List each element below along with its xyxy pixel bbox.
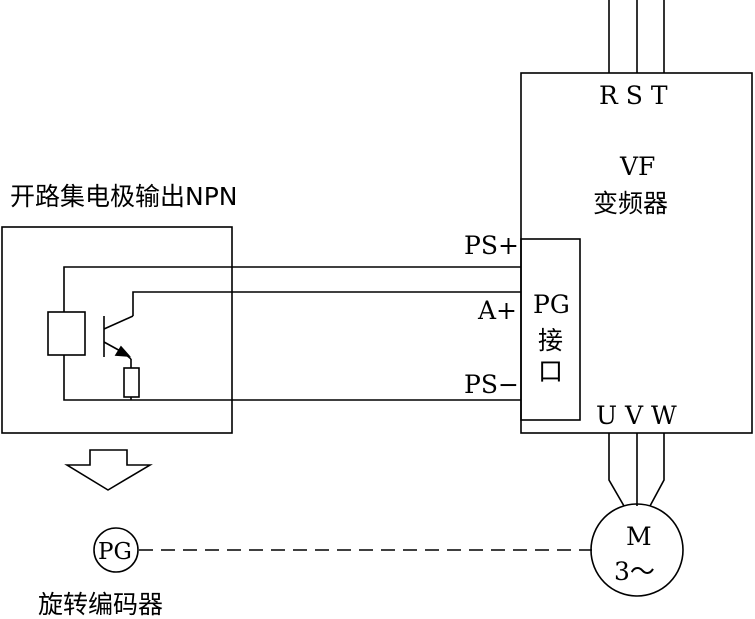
pg-encoder-caption: 旋转编码器	[38, 590, 163, 619]
pg-interface-line2: 接	[538, 326, 563, 355]
motor-lines-uvw	[608, 433, 665, 507]
npn-circuit	[47, 311, 140, 400]
vfd-title-line1: VF	[619, 152, 655, 181]
terminal-ps-minus: PS−	[464, 370, 519, 399]
supply-lines-rst	[608, 0, 665, 73]
terminal-ps-plus: PS+	[464, 231, 519, 260]
motor-label-line1: M	[626, 522, 652, 551]
pg-encoder-symbol: PG	[98, 539, 132, 565]
motor-label-line2: 3～	[614, 557, 655, 586]
vfd-title-line2: 变频器	[593, 189, 668, 218]
pg-interface-line1: PG	[533, 290, 570, 319]
motor-circle	[590, 503, 684, 597]
pg-encoder-circle	[93, 527, 139, 573]
encoder-box-title: 开路集电极输出NPN	[10, 182, 237, 211]
vfd-output-terminals: U V W	[596, 401, 677, 430]
pg-interface-box	[520, 238, 581, 421]
signal-wires	[63, 266, 521, 401]
terminal-a-plus: A+	[477, 296, 517, 325]
encoder-box	[1, 226, 233, 434]
resistor	[123, 367, 140, 398]
vfd-input-terminals: R S T	[599, 81, 668, 110]
led-element	[47, 311, 86, 356]
down-arrow-icon	[64, 449, 153, 491]
pg-interface-line3: 口	[538, 357, 563, 386]
